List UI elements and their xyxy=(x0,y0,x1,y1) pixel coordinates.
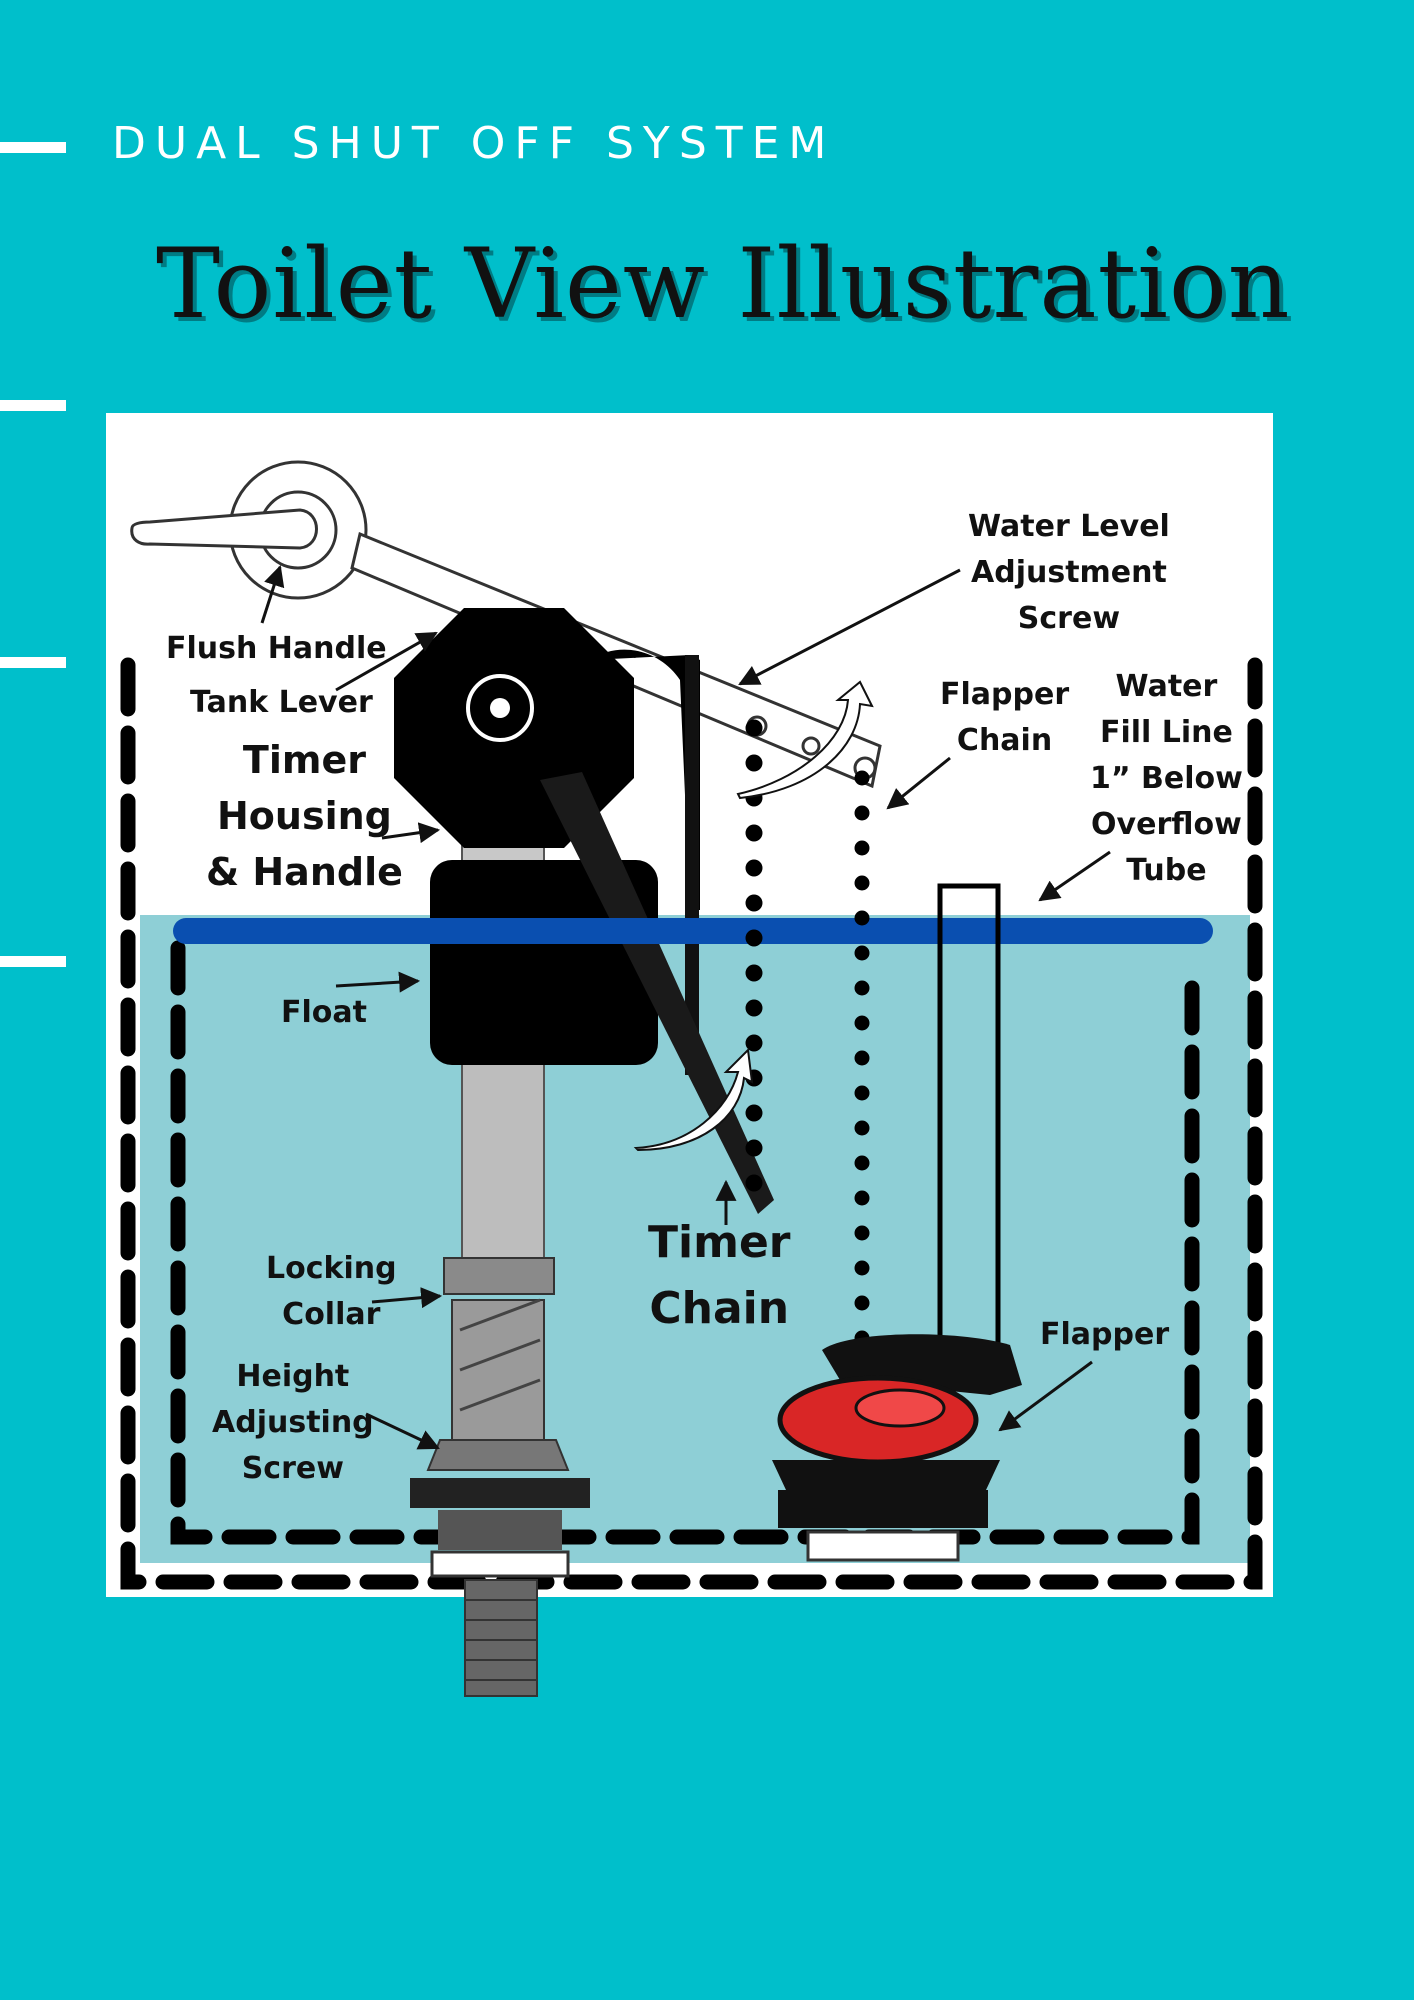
label-locking-collar: Locking Collar xyxy=(266,1251,397,1332)
page-title: Toilet View Illustration xyxy=(156,228,1291,340)
float-icon xyxy=(430,860,658,1065)
tank-outer-outline xyxy=(120,657,1263,1590)
label-flapper-chain: Flapper Chain xyxy=(940,677,1070,758)
section-kicker: DUAL SHUT OFF SYSTEM xyxy=(112,118,836,169)
label-water-fill-line: Water Fill Line 1” Below Overflow Tube xyxy=(1090,669,1243,888)
edge-tick-2 xyxy=(0,400,66,411)
edge-tick-4 xyxy=(0,956,66,967)
label-tank-lever: Tank Lever xyxy=(190,685,373,720)
label-flapper: Flapper xyxy=(1040,1317,1170,1352)
label-flush-handle: Flush Handle xyxy=(166,631,387,666)
timer-handle-icon xyxy=(540,772,774,1214)
fill-valve xyxy=(410,821,590,1697)
lever-motion-arrow xyxy=(736,680,874,800)
label-height-adjusting-screw: Height Adjusting Screw xyxy=(212,1359,374,1486)
label-float: Float xyxy=(281,995,367,1030)
edge-tick-1 xyxy=(0,142,66,153)
tank-inner-outline xyxy=(170,940,1200,1545)
chain-motion-arrow xyxy=(633,1047,754,1152)
valve-rod xyxy=(685,655,699,1075)
label-timer-chain: Timer Chain xyxy=(648,1217,791,1334)
flush-handle-icon xyxy=(130,460,368,600)
flapper-icon xyxy=(772,1334,1022,1562)
label-timer-housing: Timer Housing & Handle xyxy=(206,738,403,894)
label-water-level-adjustment-screw: Water Level Adjustment Screw xyxy=(968,509,1170,636)
edge-tick-3 xyxy=(0,657,66,668)
